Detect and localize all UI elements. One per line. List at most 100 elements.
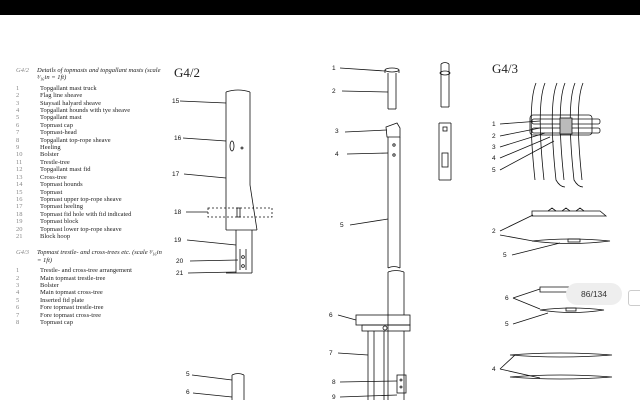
callout-number: 7 (329, 350, 333, 357)
callout-number: 5 (340, 222, 344, 229)
legend-item: 6 Topmast cap (16, 122, 166, 129)
legend-item-label: Bolster (40, 151, 59, 159)
topmast-drawing (179, 89, 273, 274)
figure-label-g43: G4/3 (492, 61, 518, 76)
legend-section-g43: G4/3 Topmast trestle- and cross-trees et… (16, 249, 166, 264)
legend-item-number: 1 (16, 267, 20, 275)
legend-item-number: 16 (16, 195, 23, 203)
callout-number: 19 (174, 237, 182, 244)
legend-item: 15 Topmast (16, 189, 166, 196)
callout-number: 3 (335, 128, 339, 135)
callout-number: 1 (332, 65, 336, 72)
legend-item-label: Trestle- and cross-tree arrangement (40, 267, 132, 275)
document-page: G4/2 Details of topmasts and topgallant … (0, 15, 640, 400)
legend-item-number: 12 (16, 166, 23, 174)
legend-item-number: 14 (16, 181, 23, 189)
callout-number: 6 (505, 295, 509, 302)
callout-number: 17 (172, 171, 180, 178)
legend-item-number: 11 (16, 158, 23, 166)
legend-item: 1 Topgallant mast truck (16, 85, 166, 92)
legend-item-label: Fore topmast trestle-tree (40, 304, 104, 312)
trestle-tree-assembly-drawing (337, 270, 411, 400)
callout-number: 9 (332, 394, 336, 400)
legend-item-number: 3 (16, 99, 20, 107)
legend-item-number: 5 (16, 296, 20, 304)
callout-number: 8 (332, 379, 336, 386)
legend-item-label: Topgallant mast (40, 114, 82, 122)
legend-item-number: 1 (16, 84, 20, 92)
legend-item-number: 5 (16, 114, 20, 122)
legend-section-g42: G4/2 Details of topmasts and topgallant … (16, 67, 166, 82)
callout-number: 20 (176, 258, 184, 265)
legend-item-label: Topgallant mast truck (40, 84, 97, 92)
callout-number: 2 (492, 228, 496, 235)
figure-label-g42: G4/2 (174, 65, 200, 80)
legend-item-number: 8 (16, 319, 20, 326)
legend-item-label: Topmast cap (40, 121, 73, 129)
callout-number: 3 (492, 144, 496, 151)
legend-item-label: Topmast cap (40, 319, 73, 326)
legend-item-label: Block hoop (40, 232, 71, 240)
legend-item-number: 21 (16, 232, 23, 240)
callout-number: 21 (176, 270, 184, 277)
legend-item-label: Topmast upper top-rope sheave (40, 195, 122, 203)
callout-number: 4 (492, 366, 496, 373)
legend-item-label: Bolster (40, 281, 59, 289)
legend-item-number: 3 (16, 281, 20, 289)
legend-item-label: Topmast hounds (40, 181, 83, 189)
legend-item-label: Fore topmast cross-tree (40, 311, 102, 319)
topgallant-front-drawing (438, 62, 452, 181)
legend-item-number: 10 (16, 151, 23, 159)
legend-item-number: 2 (16, 92, 20, 100)
figure-legend: G4/2 Details of topmasts and topgallant … (16, 67, 166, 326)
legend-item-number: 4 (16, 289, 20, 297)
legend-item: 11 Trestle-tree (16, 159, 166, 166)
callout-number: 5 (492, 167, 496, 174)
topgallant-side-drawing (339, 67, 401, 269)
section-code: G4/2 (16, 67, 29, 74)
section-title: Topmast trestle- and cross-trees etc. (s… (37, 249, 162, 264)
legend-item-label: Cross-tree (40, 173, 67, 181)
legend-item-label: Topgallant top-rope sheave (40, 136, 111, 144)
legend-item-label: Topmast lower top-rope sheave (40, 225, 122, 233)
callout-number: 2 (332, 88, 336, 95)
legend-item: 21 Block hoop (16, 233, 166, 240)
callout-number: 6 (329, 312, 333, 319)
callout-number: 4 (492, 155, 496, 162)
section-title: Details of topmasts and topgallant masts… (37, 67, 161, 82)
legend-item-label: Trestle-tree (40, 158, 70, 166)
legend-item-label: Topmast-head (40, 129, 77, 137)
legend-item-number: 2 (16, 274, 20, 282)
legend-item: 3 Bolster (16, 282, 166, 289)
legend-item: 8 Topmast cap (16, 319, 166, 326)
page-indicator: 86/134 (566, 283, 622, 305)
callout-number: 15 (172, 98, 180, 105)
legend-item-label: Topmast heeling (40, 203, 84, 211)
legend-item-number: 6 (16, 121, 20, 129)
legend-item: 5 Topgallant mast (16, 114, 166, 121)
technical-drawing (179, 62, 613, 400)
topmast-stub-drawing (191, 373, 245, 400)
callout-number: 5 (186, 371, 190, 378)
side-panel-toggle[interactable] (628, 290, 640, 306)
legend-item-label: Topmast (40, 188, 63, 196)
legend-item-number: 15 (16, 188, 23, 196)
trestle-tree-plan-drawing (499, 82, 601, 188)
callout-number: 18 (174, 209, 182, 216)
callout-number: 5 (505, 321, 509, 328)
